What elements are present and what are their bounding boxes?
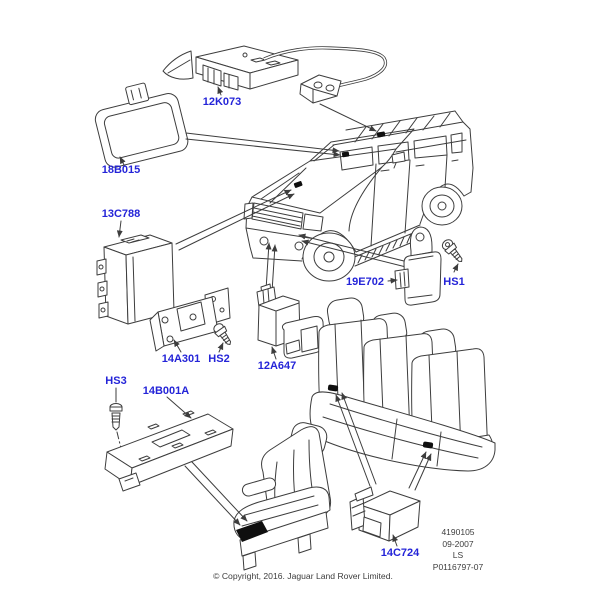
part-label-12k073[interactable]: 12K073 xyxy=(202,96,242,108)
diagram-info-block: 4190105 09-2007 LS P0116797-07 xyxy=(433,527,483,573)
module-18b015-drawing xyxy=(94,82,341,168)
roof-location-marker xyxy=(376,131,386,138)
sensor-wedge-drawing xyxy=(299,74,377,132)
info-catalog-number: 4190105 xyxy=(441,527,475,537)
part-label-14b001a[interactable]: 14B001A xyxy=(142,385,190,397)
module-13c788-drawing xyxy=(96,189,295,325)
part-label-hs3[interactable]: HS3 xyxy=(105,375,127,387)
part-label-14c724[interactable]: 14C724 xyxy=(380,547,420,559)
leaders-14c724 xyxy=(335,392,432,491)
windshield-location-marker xyxy=(341,151,350,158)
part-label-18b015[interactable]: 18B015 xyxy=(101,164,141,176)
screw-hs1-drawing xyxy=(441,239,463,273)
part-label-13c788[interactable]: 13C788 xyxy=(101,208,141,220)
copyright-text: © Copyright, 2016. Jaguar Land Rover Lim… xyxy=(213,571,393,581)
module-14b001a-drawing xyxy=(104,396,234,492)
info-drawing-number: P0116797-07 xyxy=(432,561,484,572)
seat-module-location-marker xyxy=(236,521,268,542)
module-14c724-drawing xyxy=(349,486,421,547)
rear-bench-illustration xyxy=(309,297,496,472)
part-label-hs2[interactable]: HS2 xyxy=(208,353,230,365)
vehicle-illustration xyxy=(243,110,474,282)
sensor-12a647-drawing xyxy=(256,242,325,360)
info-date: 09-2007 xyxy=(442,538,474,549)
leaders-14b001a xyxy=(184,461,248,526)
hood-location-marker xyxy=(293,181,303,188)
info-model-code: LS xyxy=(452,550,464,561)
module-19e702-drawing xyxy=(298,226,442,306)
module-12k073-drawing xyxy=(162,45,388,96)
screw-hs2-drawing xyxy=(213,323,232,353)
part-label-14a301[interactable]: 14A301 xyxy=(161,353,201,365)
part-label-12a647[interactable]: 12A647 xyxy=(257,360,297,372)
bench-cushion-location-marker xyxy=(327,384,339,392)
front-seat-illustration xyxy=(233,422,332,571)
part-label-hs1[interactable]: HS1 xyxy=(443,276,465,288)
bench-side-location-marker xyxy=(422,441,434,449)
part-label-19e702[interactable]: 19E702 xyxy=(346,276,384,288)
